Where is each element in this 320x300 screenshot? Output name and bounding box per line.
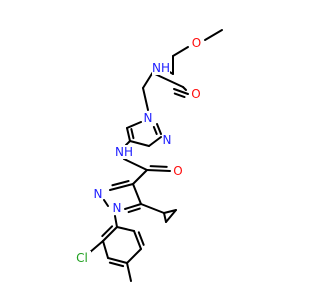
bond-line xyxy=(126,121,142,129)
bond-line-double xyxy=(130,128,135,140)
bond-line xyxy=(165,209,177,223)
bond-line-double xyxy=(111,180,130,187)
bond-line xyxy=(172,46,189,57)
bond-line-double xyxy=(152,125,158,135)
bond-line xyxy=(182,86,187,91)
bond-line xyxy=(126,127,131,142)
bond-line xyxy=(88,240,104,254)
bond-line xyxy=(163,212,167,223)
atom-label-o-amide-top: O xyxy=(191,87,200,101)
atom-label-background xyxy=(173,164,183,178)
bond-line xyxy=(107,257,128,264)
bond-line xyxy=(146,169,171,172)
atom-label-background xyxy=(191,36,202,50)
atom-label-background xyxy=(73,251,91,265)
bond-line xyxy=(123,158,148,171)
bond-line xyxy=(109,183,134,191)
atom-label-o-amide-mid: O xyxy=(173,164,182,178)
bond-line xyxy=(163,209,177,214)
bond-line xyxy=(116,226,135,232)
atom-label-o-methoxy: O xyxy=(192,36,201,50)
bond-line xyxy=(142,71,154,89)
atom-label-background xyxy=(93,187,103,201)
bond-line xyxy=(133,230,142,250)
atom-label-background xyxy=(191,87,201,101)
atom-label-cl: Cl xyxy=(76,251,88,265)
atom-label-n-pyrazole-top-2: N xyxy=(163,133,172,147)
bond-line xyxy=(140,203,165,214)
bond-line xyxy=(154,73,184,88)
bond-line xyxy=(126,248,142,264)
bond-line xyxy=(103,199,109,207)
atom-label-background xyxy=(115,145,133,159)
atom-label-background xyxy=(112,201,122,215)
bond-line-double xyxy=(137,231,145,246)
atom-label-nh-amide-top: NH xyxy=(152,61,170,75)
bond-line xyxy=(102,240,109,259)
bond-line xyxy=(124,203,142,210)
bond-line xyxy=(114,215,118,228)
atom-label-background xyxy=(152,61,170,75)
atom-label-background xyxy=(162,133,172,147)
atom-label-n-pyrazole-bottom-2: N xyxy=(94,187,103,201)
bond-line xyxy=(204,29,223,41)
atom-label-nh-amide-mid: NH xyxy=(115,145,133,159)
bond-line xyxy=(132,169,148,185)
bond-line-double xyxy=(101,225,114,238)
bond-line-double xyxy=(149,165,168,168)
bond-line xyxy=(102,226,118,242)
atom-label-background xyxy=(143,111,153,125)
bond-line-double xyxy=(173,92,186,99)
atom-label-n-pyrazole-top-1: N xyxy=(144,111,153,125)
bond-line xyxy=(126,262,132,282)
bond-line xyxy=(148,136,162,147)
bond-line xyxy=(142,87,149,111)
bond-line-double xyxy=(127,207,141,214)
bond-line xyxy=(173,88,189,95)
bond-line-double xyxy=(108,261,125,268)
bond-line xyxy=(156,123,162,135)
atom-label-n-pyrazole-bottom-1: N xyxy=(113,201,122,215)
bond-line xyxy=(132,183,142,205)
bond-line xyxy=(125,140,131,146)
bond-line xyxy=(129,140,150,147)
bond-layer xyxy=(88,29,223,282)
